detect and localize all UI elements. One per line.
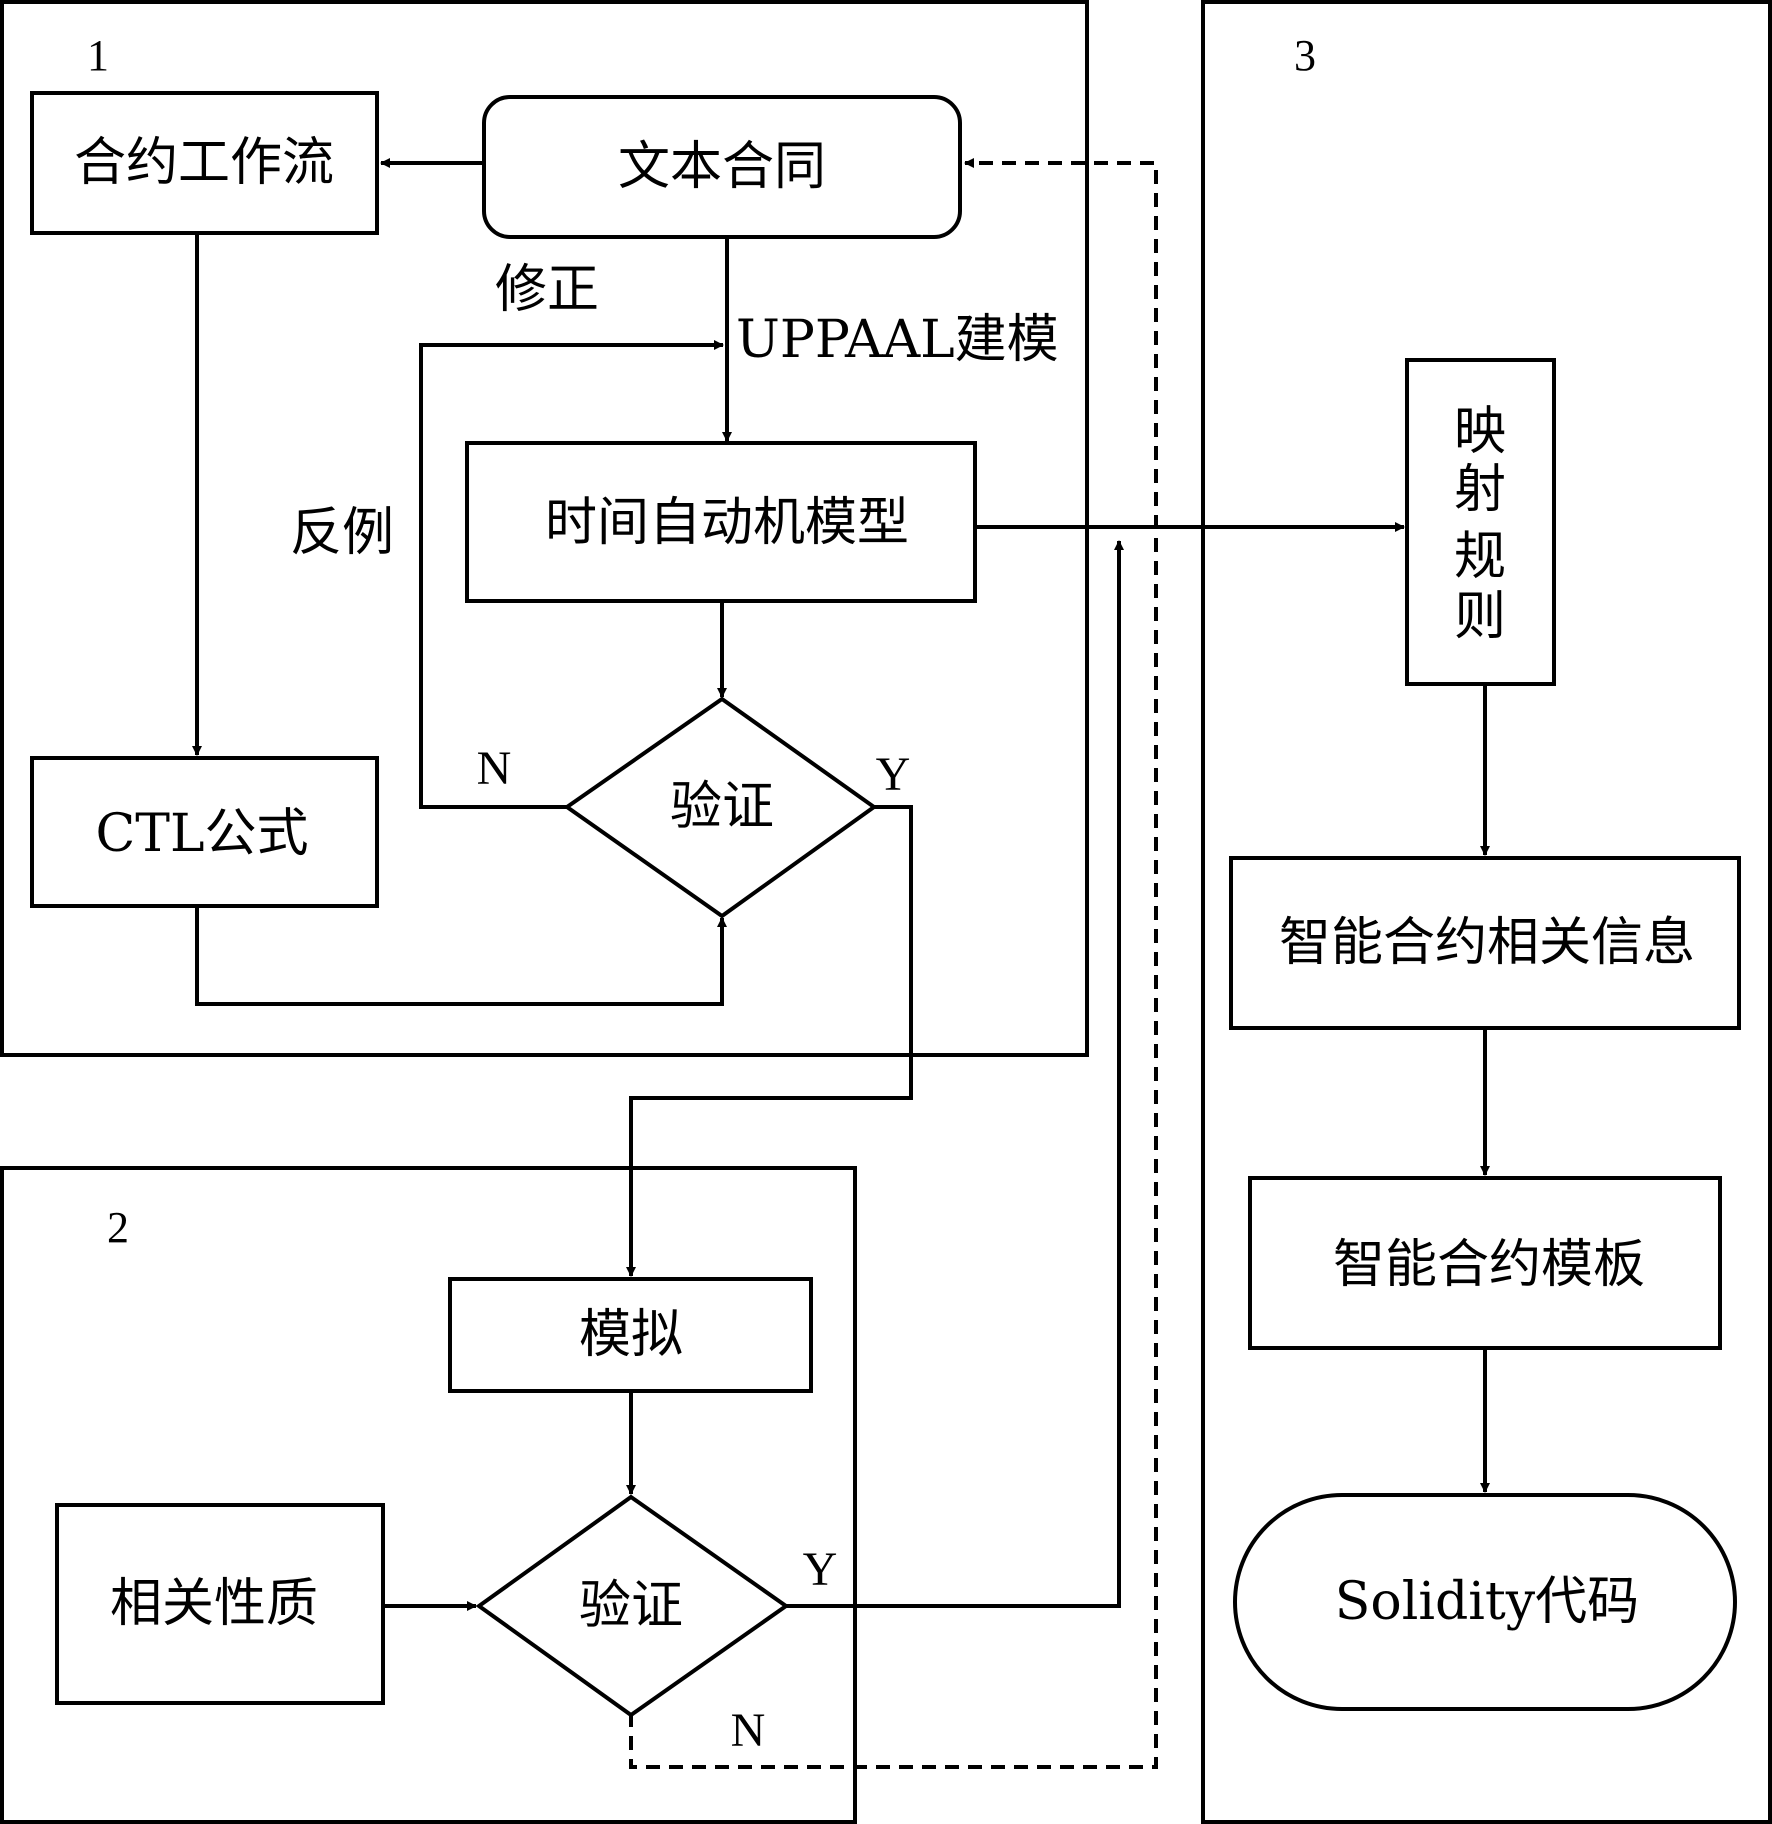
panel-2-frame <box>0 1166 857 1824</box>
panel-2-number: 2 <box>107 1203 129 1252</box>
node-contract-workflow: 合约工作流 <box>30 91 379 235</box>
label-uppaal-modeling: UPPAAL建模 <box>736 310 1059 370</box>
node-verify-1: 验证 <box>563 696 878 919</box>
node-text-contract: 文本合同 <box>482 95 962 239</box>
node-mapping-rules-char-1: 映 <box>1454 402 1506 462</box>
arrow-ctl-to-verify <box>195 908 727 1006</box>
node-mapping-rules-char-4: 则 <box>1454 587 1506 647</box>
node-mapping-rules-char-2: 射 <box>1454 460 1506 520</box>
node-related-properties-label: 相关性质 <box>110 1574 318 1634</box>
node-mapping-rules-char-3: 规 <box>1454 527 1506 587</box>
node-contract-workflow-label: 合约工作流 <box>74 133 334 193</box>
label-verify-2-yes: Y <box>803 1543 838 1596</box>
node-smart-contract-template: 智能合约模板 <box>1248 1176 1722 1350</box>
arrow-counterexample-loop <box>419 340 724 809</box>
arrow-verify-yes-to-simulate <box>626 805 913 1277</box>
node-smart-contract-template-label: 智能合约模板 <box>1333 1235 1645 1295</box>
panel-3-frame <box>1201 0 1772 1824</box>
panel-1-number: 1 <box>87 31 109 80</box>
node-ctl-formula: CTL公式 <box>30 756 379 908</box>
node-verify-2: 验证 <box>475 1494 790 1718</box>
label-correct: 修正 <box>495 260 599 320</box>
node-verify-2-label: 验证 <box>579 1576 683 1636</box>
node-verify-1-label: 验证 <box>670 777 774 837</box>
node-solidity-code: Solidity代码 <box>1233 1493 1737 1711</box>
node-related-properties: 相关性质 <box>55 1503 385 1705</box>
node-mapping-rules: 映 射 规 则 <box>1405 358 1556 686</box>
node-timed-automata: 时间自动机模型 <box>465 441 977 603</box>
panel-3-number: 3 <box>1294 31 1316 80</box>
node-smart-contract-info: 智能合约相关信息 <box>1229 856 1741 1030</box>
node-timed-automata-label: 时间自动机模型 <box>545 493 909 553</box>
label-verify-2-no: N <box>731 1704 766 1757</box>
arrow-verify2-yes-up <box>786 540 1124 1608</box>
node-simulate-label: 模拟 <box>579 1305 683 1365</box>
label-verify-1-no: N <box>477 742 512 795</box>
node-simulate: 模拟 <box>448 1277 813 1393</box>
arrow-verify2-no-dashed <box>629 158 1158 1769</box>
label-counterexample: 反例 <box>290 503 394 563</box>
node-smart-contract-info-label: 智能合约相关信息 <box>1279 913 1695 973</box>
node-solidity-code-label: Solidity代码 <box>1335 1572 1639 1632</box>
label-verify-1-yes: Y <box>876 748 911 801</box>
node-ctl-formula-label: CTL公式 <box>95 804 308 864</box>
node-text-contract-label: 文本合同 <box>618 137 826 197</box>
